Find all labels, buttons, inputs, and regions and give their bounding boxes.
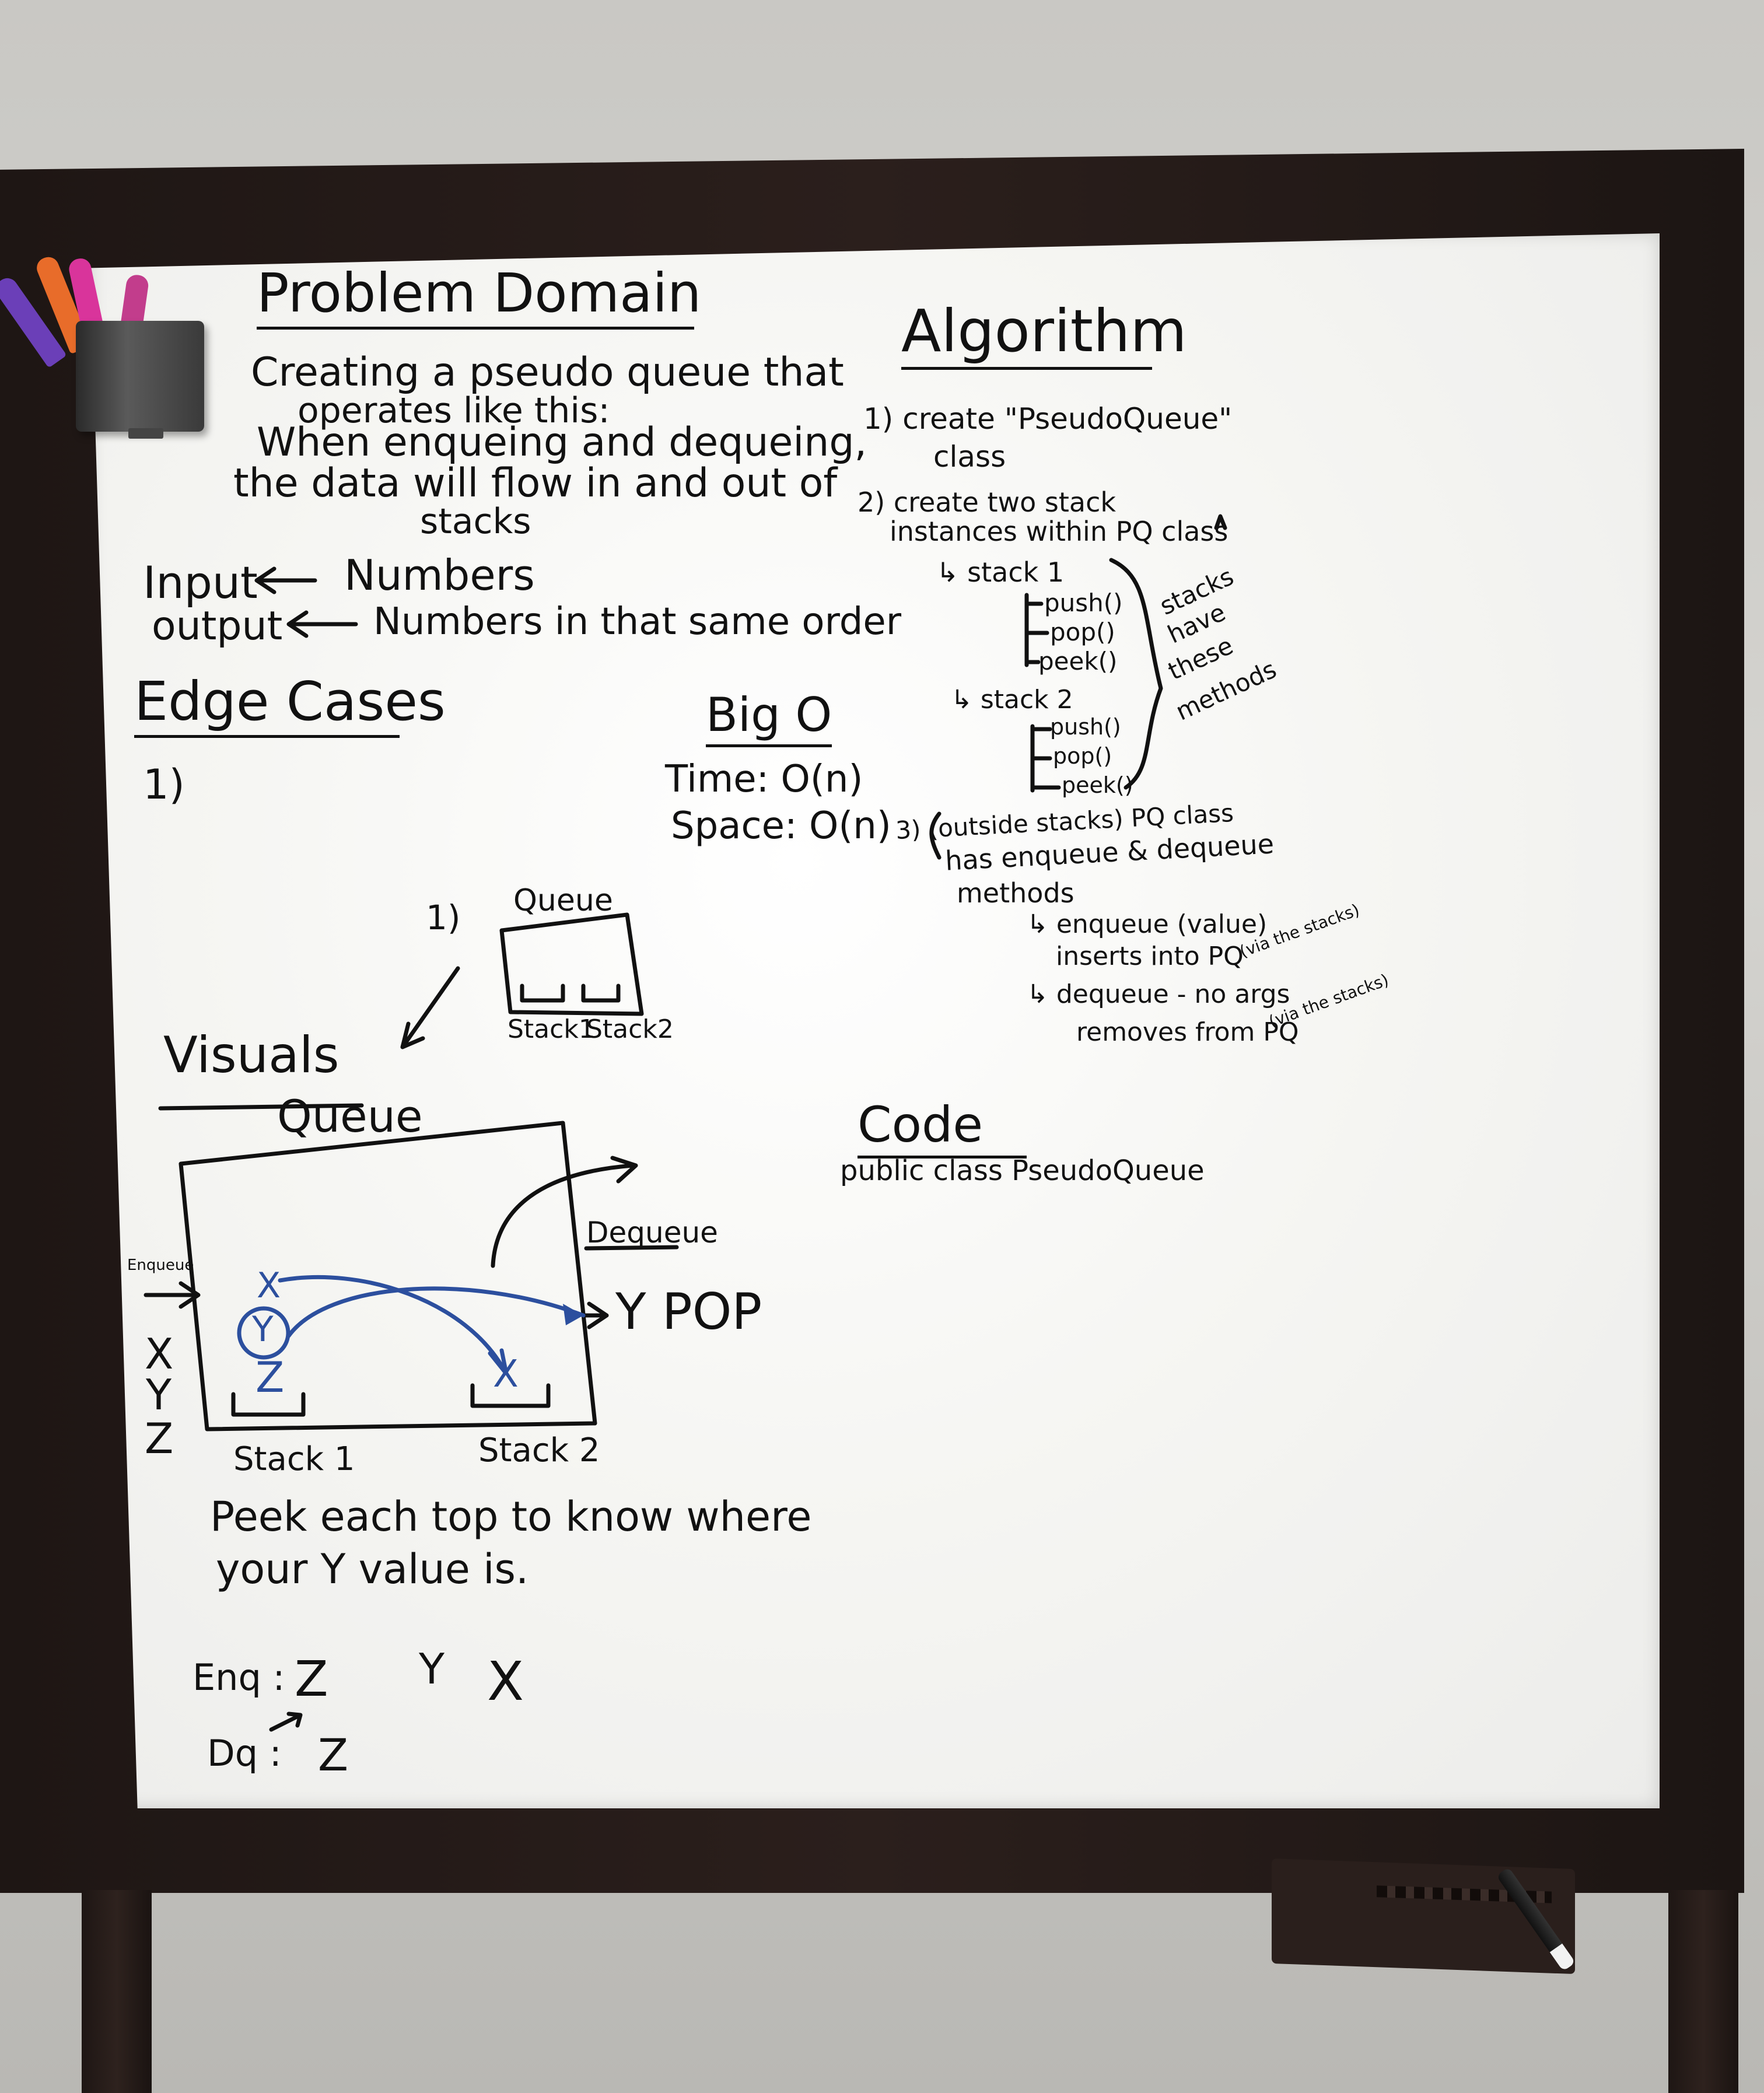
big-o-title: Big O (706, 688, 832, 747)
algo-stack2-push: push() (1050, 714, 1121, 740)
edge-cases-title: Edge Cases (134, 671, 446, 738)
algorithm-title: Algorithm (901, 298, 1187, 370)
problem-domain-line-4: the data will flow in and out of (233, 460, 838, 506)
marker-cup (76, 321, 204, 439)
problem-domain-line-2: operates like this: (298, 390, 610, 431)
algo-step3-line3: methods (957, 877, 1074, 909)
algo-step1-line1: 1) create "PseudoQueue" (863, 402, 1233, 436)
stack1-item-x: X (257, 1265, 281, 1306)
algo-stack2-peek: peek() (1062, 772, 1133, 798)
stack1-item-y: Y (252, 1309, 274, 1350)
algo-step2-line1: 2) create two stack (858, 487, 1116, 518)
enq-row-value-y: Y (419, 1644, 444, 1693)
problem-domain-line-1: Creating a pseudo queue that (251, 349, 844, 396)
pop-label: Y POP (615, 1283, 762, 1341)
small-sketch-stack2: Stack2 (586, 1014, 674, 1044)
algo-stack1-label: ↳ stack 1 (936, 556, 1065, 588)
code-line-1: public class PseudoQueue (840, 1154, 1205, 1187)
small-sketch-title: Queue (513, 883, 613, 918)
algo-stack2-pop: pop() (1053, 743, 1112, 769)
enq-row-value-x: X (487, 1650, 524, 1713)
visuals-queue-label: Queue (277, 1090, 423, 1142)
input-value: Numbers (344, 551, 535, 600)
whiteboard-surface (90, 233, 1660, 1808)
enqueue-label: Enqueue (127, 1256, 194, 1274)
dequeue-label: Dequeue (586, 1216, 718, 1250)
big-o-space: Space: O(n) (671, 804, 891, 848)
stack2-item-x: X (493, 1353, 519, 1396)
algo-enqueue-line2: inserts into PQ (1056, 942, 1244, 971)
output-value: Numbers in that same order (373, 600, 902, 643)
code-title: Code (858, 1097, 1027, 1158)
small-sketch-number: 1) (426, 898, 461, 937)
algo-step2-line2: instances within PQ class (890, 516, 1228, 547)
output-label: output (152, 603, 283, 649)
frame-left-leg (82, 1890, 152, 2093)
edge-case-item-1: 1) (143, 761, 185, 808)
algo-stack1-push: push() (1044, 589, 1123, 617)
visual-stack2-label: Stack 2 (478, 1432, 600, 1469)
deq-row-label: Dq : (207, 1732, 282, 1774)
visuals-title: Visuals (163, 1026, 340, 1084)
algo-dequeue-line1: ↳ dequeue - no args (1027, 979, 1290, 1009)
algo-enqueue-line1: ↳ enqueue (value) (1027, 909, 1268, 939)
stack1-item-z: Z (256, 1353, 285, 1402)
peek-note-line-2: your Y value is. (216, 1545, 529, 1593)
algo-dequeue-line2: removes from PQ (1076, 1017, 1299, 1047)
enq-row-label: Enq : (192, 1656, 285, 1699)
problem-domain-line-3: When enqueing and dequeing, (257, 419, 867, 466)
frame-right-leg (1668, 1890, 1738, 2093)
input-letter-x: X (145, 1329, 174, 1378)
algo-step1-line2: class (933, 440, 1006, 474)
input-letter-z: Z (145, 1414, 174, 1463)
small-sketch-stack1: Stack1 (508, 1014, 595, 1044)
big-o-time: Time: O(n) (665, 758, 863, 801)
input-letter-y: Y (146, 1370, 172, 1419)
visual-stack1-label: Stack 1 (233, 1440, 355, 1478)
enq-row-value-z: Z (295, 1650, 328, 1707)
deq-row-value-z: Z (318, 1729, 349, 1781)
peek-note-line-1: Peek each top to know where (210, 1493, 812, 1541)
algo-stack2-label: ↳ stack 2 (951, 685, 1073, 715)
input-label: Input (143, 556, 258, 608)
algo-stack1-peek: peek() (1038, 647, 1118, 676)
algo-stack1-pop: pop() (1050, 618, 1115, 646)
problem-domain-title: Problem Domain (257, 262, 701, 330)
problem-domain-line-5: stacks (420, 501, 531, 542)
